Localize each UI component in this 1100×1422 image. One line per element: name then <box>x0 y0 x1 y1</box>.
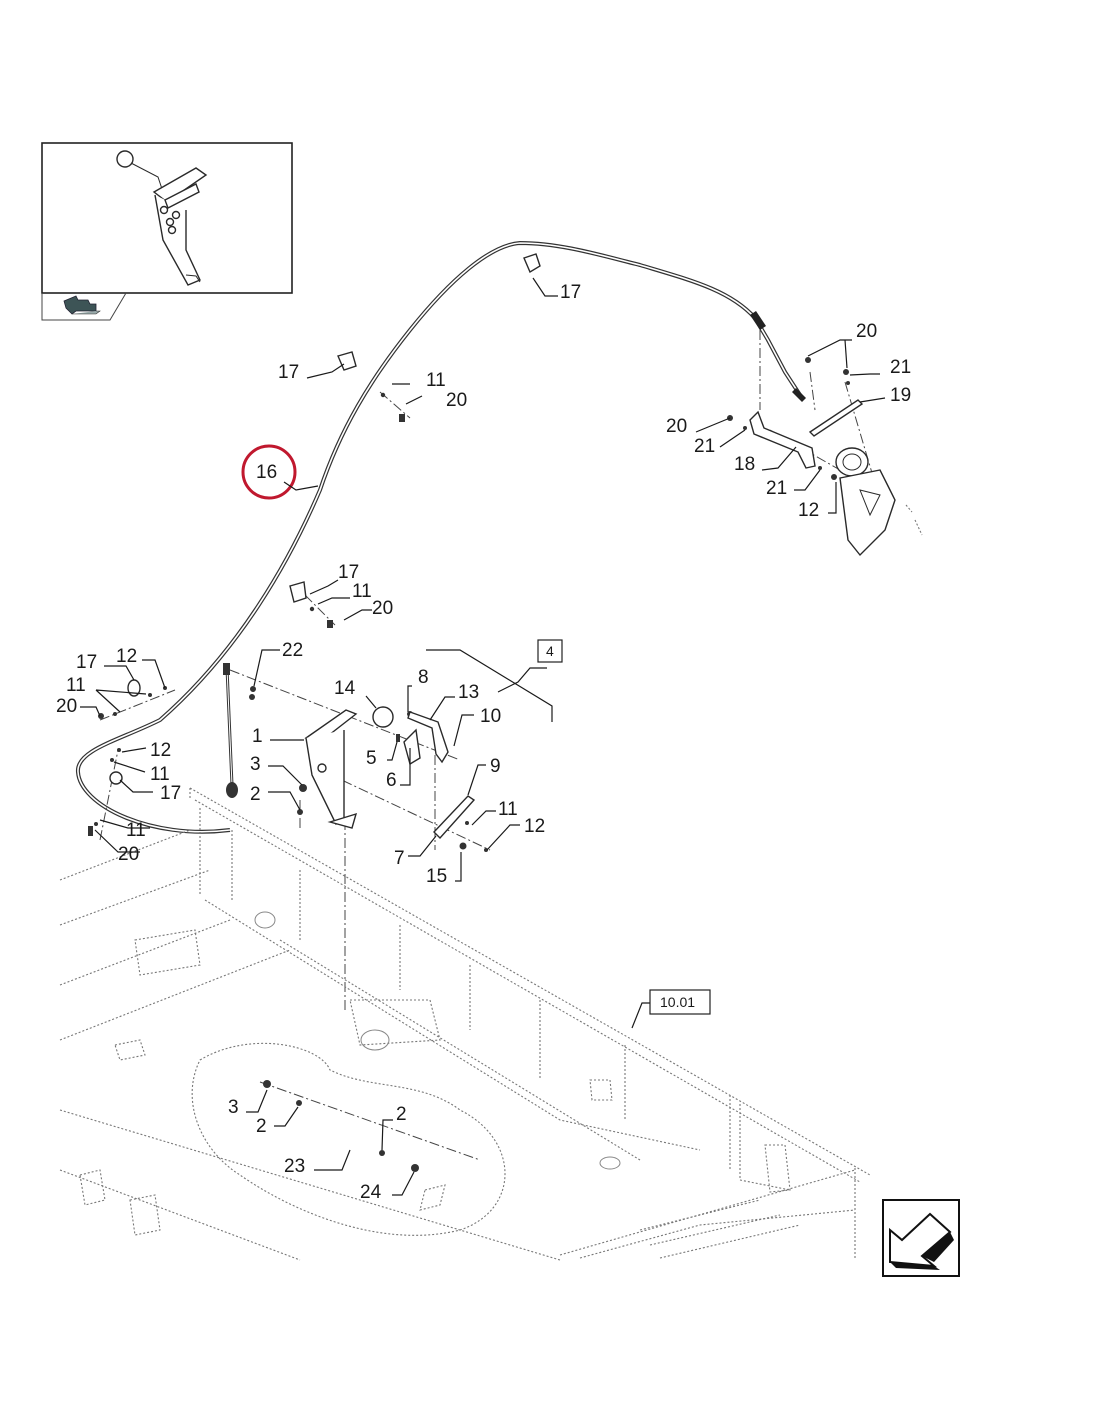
callout-labels: 17 17 11 20 20 21 19 20 21 18 21 12 17 1… <box>56 282 911 1203</box>
callout-12: 12 <box>150 740 171 761</box>
callout-17: 17 <box>560 282 581 303</box>
highlighted-callout-16[interactable]: 16 <box>241 444 319 500</box>
callout-2: 2 <box>396 1104 407 1125</box>
callout-18: 18 <box>734 454 755 475</box>
callout-10: 10 <box>480 706 501 727</box>
callout-7: 7 <box>394 848 405 869</box>
callout-17: 17 <box>278 362 299 383</box>
callout-12: 12 <box>798 500 819 521</box>
callout-5: 5 <box>366 748 377 769</box>
fasteners <box>88 357 850 1172</box>
svg-text:4: 4 <box>546 643 554 659</box>
callout-2: 2 <box>250 784 261 805</box>
callout-20: 20 <box>856 321 877 342</box>
callout-17: 17 <box>160 783 181 804</box>
callout-20: 20 <box>56 696 77 717</box>
chassis-frame <box>59 787 871 1261</box>
callout-22: 22 <box>282 640 303 661</box>
leader-lines <box>80 277 886 1196</box>
reference-box-10-01[interactable]: 10.01 <box>649 989 711 1015</box>
callout-20: 20 <box>666 416 687 437</box>
callout-21: 21 <box>694 436 715 457</box>
callout-16: 16 <box>256 462 277 483</box>
return-to-overview-icon[interactable] <box>63 295 101 315</box>
assembly-lines <box>99 330 881 1161</box>
callout-12: 12 <box>524 816 545 837</box>
callout-1: 1 <box>252 726 263 747</box>
callout-15: 15 <box>426 866 447 887</box>
control-rod <box>223 663 238 798</box>
clip-part-17 <box>109 253 541 785</box>
next-page-arrow-icon[interactable] <box>882 1199 960 1277</box>
shifter-bracket-assembly <box>749 399 923 557</box>
callout-11: 11 <box>352 581 372 602</box>
callout-12: 12 <box>116 646 137 667</box>
callout-2: 2 <box>256 1116 267 1137</box>
callout-11: 11 <box>126 820 146 841</box>
inset-lever-illustration <box>116 150 208 286</box>
svg-text:10.01: 10.01 <box>660 994 695 1010</box>
callout-14: 14 <box>334 678 356 699</box>
callout-20: 20 <box>372 598 393 619</box>
callout-23: 23 <box>284 1156 305 1177</box>
callout-11: 11 <box>426 370 446 391</box>
inset-overview[interactable] <box>41 142 293 321</box>
reference-box-4[interactable]: 4 <box>537 639 563 663</box>
cable-part-16[interactable] <box>76 240 806 834</box>
callout-6: 6 <box>386 770 397 791</box>
callout-17: 17 <box>76 652 97 673</box>
callout-21: 21 <box>890 357 911 378</box>
callout-11: 11 <box>150 764 170 785</box>
callout-11: 11 <box>66 675 86 696</box>
callout-3: 3 <box>250 754 261 775</box>
callout-17: 17 <box>338 562 359 583</box>
callout-20: 20 <box>118 844 139 865</box>
callout-3: 3 <box>228 1097 239 1118</box>
callout-19: 19 <box>890 385 911 406</box>
callout-13: 13 <box>458 682 479 703</box>
callout-11: 11 <box>498 799 518 820</box>
callout-21: 21 <box>766 478 787 499</box>
callout-24: 24 <box>360 1182 382 1203</box>
callout-20: 20 <box>446 390 467 411</box>
callout-9: 9 <box>490 756 501 777</box>
pedal-bracket-assembly <box>304 649 553 840</box>
callout-8: 8 <box>418 667 429 688</box>
